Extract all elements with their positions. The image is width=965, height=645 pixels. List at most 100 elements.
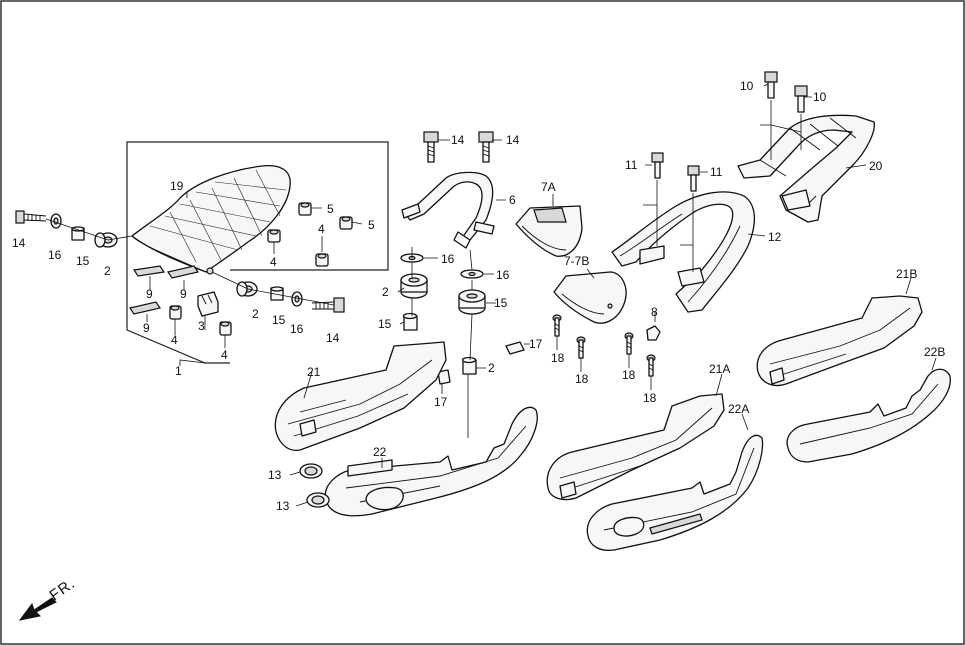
callout-16: 16 xyxy=(441,252,455,266)
callout-7-7b: 7-7B xyxy=(564,254,589,268)
callout-8: 8 xyxy=(651,305,658,319)
pad-9b xyxy=(167,265,199,279)
collar-15a xyxy=(71,226,85,241)
washer-16d xyxy=(460,269,484,279)
callout-2: 2 xyxy=(252,307,259,321)
tail-cover-7-7b xyxy=(553,271,627,324)
damper-4c xyxy=(169,305,182,320)
callout-18: 18 xyxy=(575,372,589,386)
damper-5b xyxy=(339,216,353,230)
callout-4: 4 xyxy=(270,255,277,269)
callout-17: 17 xyxy=(434,395,448,409)
side-cover-21a xyxy=(546,393,725,501)
callout-18: 18 xyxy=(622,368,636,382)
damper-4b xyxy=(315,253,329,267)
callout-15: 15 xyxy=(76,254,90,268)
callout-6: 6 xyxy=(509,193,516,207)
callout-1: 1 xyxy=(175,364,182,378)
callout-5: 5 xyxy=(368,218,375,232)
damper-5a xyxy=(298,202,312,216)
callout-20: 20 xyxy=(869,159,883,173)
bolt-14c xyxy=(423,131,439,163)
collar-15c xyxy=(402,312,418,331)
callout-9: 9 xyxy=(143,321,150,335)
callout-15: 15 xyxy=(494,296,508,310)
bolt-10b xyxy=(794,85,808,113)
callout-12: 12 xyxy=(768,230,782,244)
callout-14: 14 xyxy=(326,331,340,345)
callout-10: 10 xyxy=(813,90,827,104)
bolt-11b xyxy=(687,165,700,192)
bolt-10a xyxy=(764,71,778,99)
callout-18: 18 xyxy=(551,351,565,365)
callout-10: 10 xyxy=(740,79,754,93)
screw-18c xyxy=(624,332,634,355)
nut-8 xyxy=(646,325,661,341)
leader-lines xyxy=(146,83,937,507)
callout-14: 14 xyxy=(506,133,520,147)
callout-3: 3 xyxy=(198,319,205,333)
callout-22b: 22B xyxy=(924,345,945,359)
seat-assembly-bracket xyxy=(126,141,389,364)
callout-4: 4 xyxy=(318,222,325,236)
callout-15: 15 xyxy=(378,317,392,331)
callout-16: 16 xyxy=(290,322,304,336)
callout-5: 5 xyxy=(327,202,334,216)
tail-cover-7a xyxy=(515,205,583,257)
callout-22: 22 xyxy=(373,445,387,459)
callout-11: 11 xyxy=(710,165,723,179)
bolt-14b xyxy=(311,297,345,313)
grab-handle-6 xyxy=(401,171,495,249)
callout-labels: 14 16 15 2 19 5 5 4 4 9 9 9 3 4 4 1 2 15… xyxy=(12,79,945,604)
callout-13: 13 xyxy=(276,499,290,513)
bolt-11a xyxy=(651,152,664,179)
grommet-13a xyxy=(299,463,323,479)
callout-4: 4 xyxy=(171,333,178,347)
callout-15: 15 xyxy=(272,313,286,327)
clip-17b xyxy=(437,369,451,385)
grommet-2b xyxy=(236,281,258,297)
front-direction-arrow xyxy=(18,597,57,621)
grommet-2a xyxy=(94,232,118,248)
callout-2: 2 xyxy=(488,361,495,375)
grommet-15d xyxy=(458,289,486,315)
callout-17: 17 xyxy=(529,337,543,351)
side-cover-22 xyxy=(324,406,538,517)
callout-18: 18 xyxy=(643,391,657,405)
screw-18d xyxy=(646,354,656,377)
bolt-14d xyxy=(478,131,494,163)
side-cover-21b xyxy=(756,295,923,387)
callout-16: 16 xyxy=(48,248,62,262)
callout-2: 2 xyxy=(382,285,389,299)
screw-18a xyxy=(552,314,562,337)
callout-21: 21 xyxy=(307,365,321,379)
block-3 xyxy=(197,291,219,317)
callout-14: 14 xyxy=(12,236,26,250)
callout-22a: 22A xyxy=(728,402,749,416)
bolt-14a xyxy=(15,210,47,224)
callout-21b: 21B xyxy=(896,267,917,281)
damper-4a xyxy=(267,229,281,243)
callout-11: 11 xyxy=(625,158,638,172)
rear-rack-20 xyxy=(737,114,875,223)
side-cover-22b xyxy=(786,368,951,463)
seat-19 xyxy=(131,164,291,275)
callout-19: 19 xyxy=(170,179,184,193)
side-cover-22a xyxy=(586,434,764,552)
callout-21a: 21A xyxy=(709,362,730,376)
callout-9: 9 xyxy=(146,287,153,301)
rear-grab-rail-12 xyxy=(611,191,755,313)
callout-2: 2 xyxy=(104,264,111,278)
callout-14: 14 xyxy=(451,133,465,147)
callout-4: 4 xyxy=(221,348,228,362)
callout-13: 13 xyxy=(268,468,282,482)
callout-7a: 7A xyxy=(541,180,556,194)
pad-9a xyxy=(132,265,166,277)
grommet-13b xyxy=(306,492,330,508)
damper-4d xyxy=(219,321,232,336)
callout-9: 9 xyxy=(180,287,187,301)
screw-18b xyxy=(576,336,586,359)
collar-2d xyxy=(461,356,477,375)
